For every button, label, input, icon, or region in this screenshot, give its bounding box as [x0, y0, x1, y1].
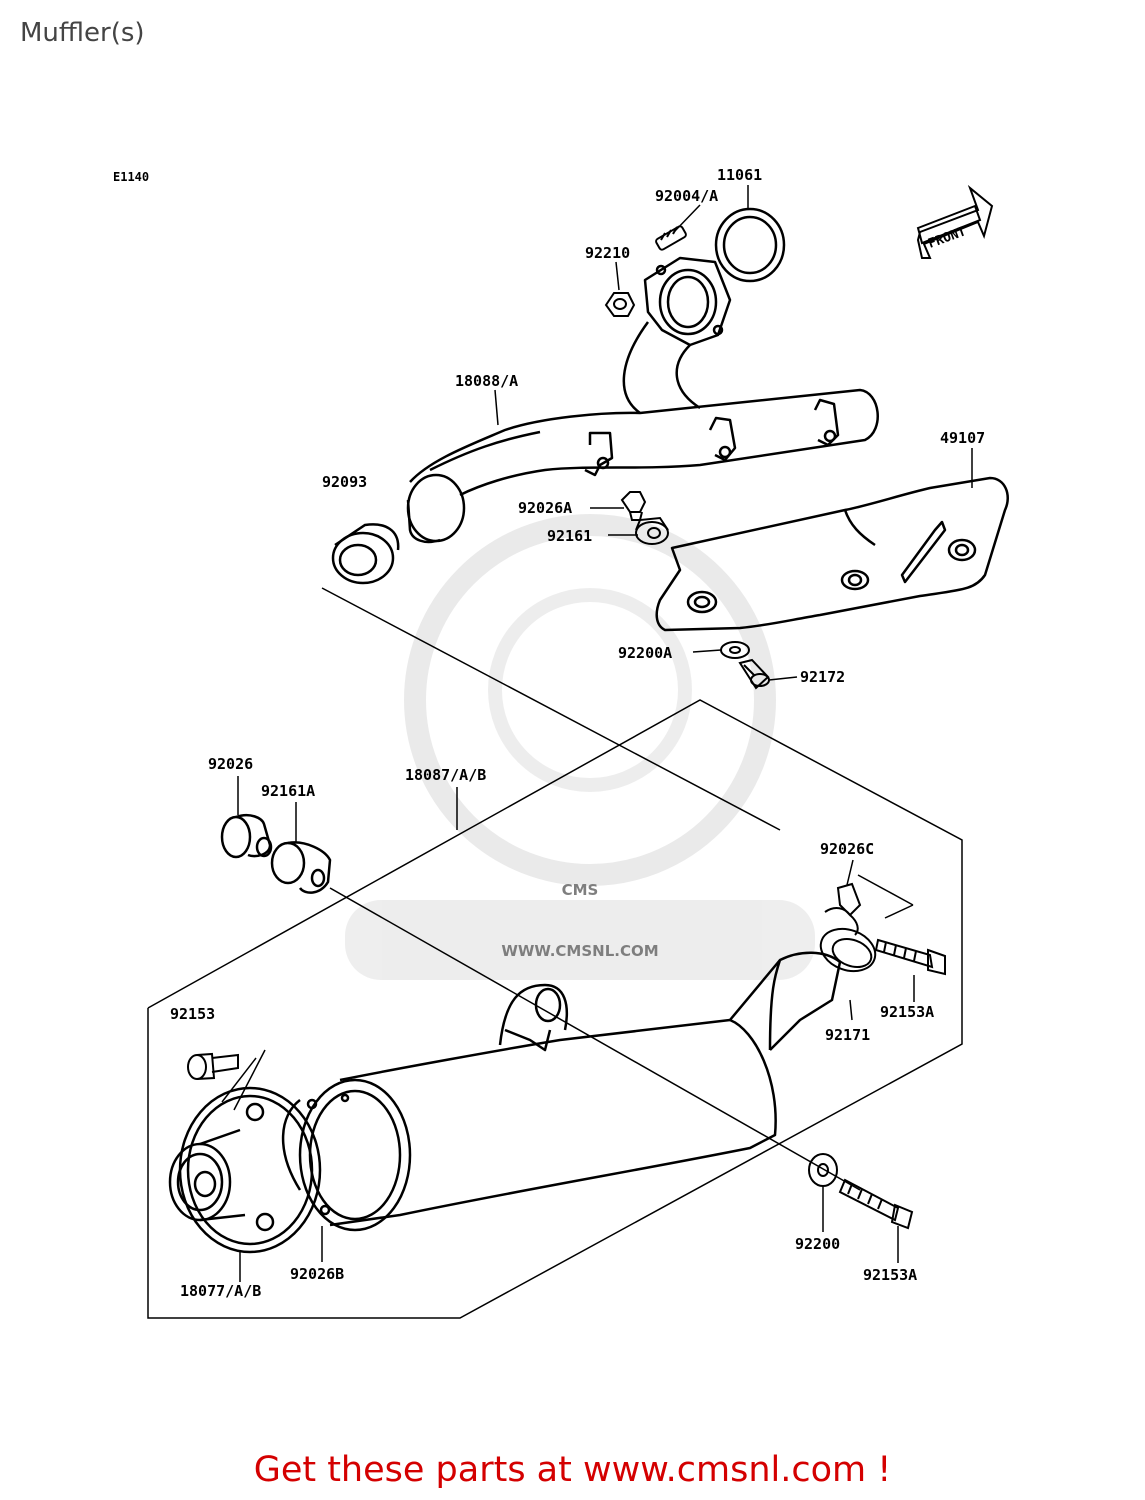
- bolt-92153: [187, 1052, 239, 1080]
- label-18087-A-B: 18087/A/B: [405, 766, 486, 784]
- label-92026: 92026: [208, 755, 253, 773]
- bolt-92153A-lower: [838, 1178, 914, 1230]
- label-92026A: 92026A: [518, 499, 572, 517]
- heat-guard-49107: [655, 476, 1009, 632]
- label-92200A: 92200A: [618, 644, 672, 662]
- muffler-18087: [168, 951, 842, 1254]
- sleeve-92093: [331, 523, 400, 585]
- label-92153A-lower: 92153A: [863, 1266, 917, 1284]
- label-92200: 92200: [795, 1235, 840, 1253]
- label-92161: 92161: [547, 527, 592, 545]
- nut-92210: [604, 292, 636, 317]
- front-label: FRONT: [926, 224, 968, 252]
- page-title: Muffler(s): [20, 18, 145, 48]
- front-arrow-icon: FRONT: [916, 184, 994, 259]
- label-92172: 92172: [800, 668, 845, 686]
- stud-92004: [655, 225, 687, 251]
- label-92026B: 92026B: [290, 1265, 344, 1283]
- diagram-code: E1140: [113, 170, 149, 184]
- label-92093: 92093: [322, 473, 367, 491]
- leader-lines: [147, 185, 973, 1319]
- label-92004-A: 92004/A: [655, 187, 718, 205]
- label-18077-A-B: 18077/A/B: [180, 1282, 261, 1300]
- label-92153: 92153: [170, 1005, 215, 1023]
- label-92171: 92171: [825, 1026, 870, 1044]
- parts-diagram: CMS WWW.CMSNL.COM E1140 FRONT: [113, 166, 1009, 1319]
- bolt-92153A-upper: [874, 938, 946, 976]
- washer-92200A: [720, 641, 750, 659]
- label-92026C: 92026C: [820, 840, 874, 858]
- damper-92161A: [270, 841, 332, 894]
- washer-92200: [808, 1153, 838, 1187]
- clamp-92026C: [819, 882, 877, 973]
- collar-92026: [220, 813, 273, 859]
- collar-92026A: [620, 491, 647, 521]
- label-92210: 92210: [585, 244, 630, 262]
- watermark-brand: CMS: [562, 881, 599, 899]
- exhaust-pipe-18088: [406, 256, 879, 544]
- damper-92161: [635, 516, 669, 545]
- label-18088-A: 18088/A: [455, 372, 518, 390]
- gasket-ring-11061: [714, 207, 786, 283]
- label-49107: 49107: [940, 429, 985, 447]
- label-92153A-upper: 92153A: [880, 1003, 934, 1021]
- cta-link[interactable]: Get these parts at www.cmsnl.com !: [253, 1450, 892, 1490]
- label-92161A: 92161A: [261, 782, 315, 800]
- watermark-url: WWW.CMSNL.COM: [501, 942, 658, 960]
- cmsnl-watermark: CMS WWW.CMSNL.COM: [345, 514, 815, 980]
- label-11061: 11061: [717, 166, 762, 184]
